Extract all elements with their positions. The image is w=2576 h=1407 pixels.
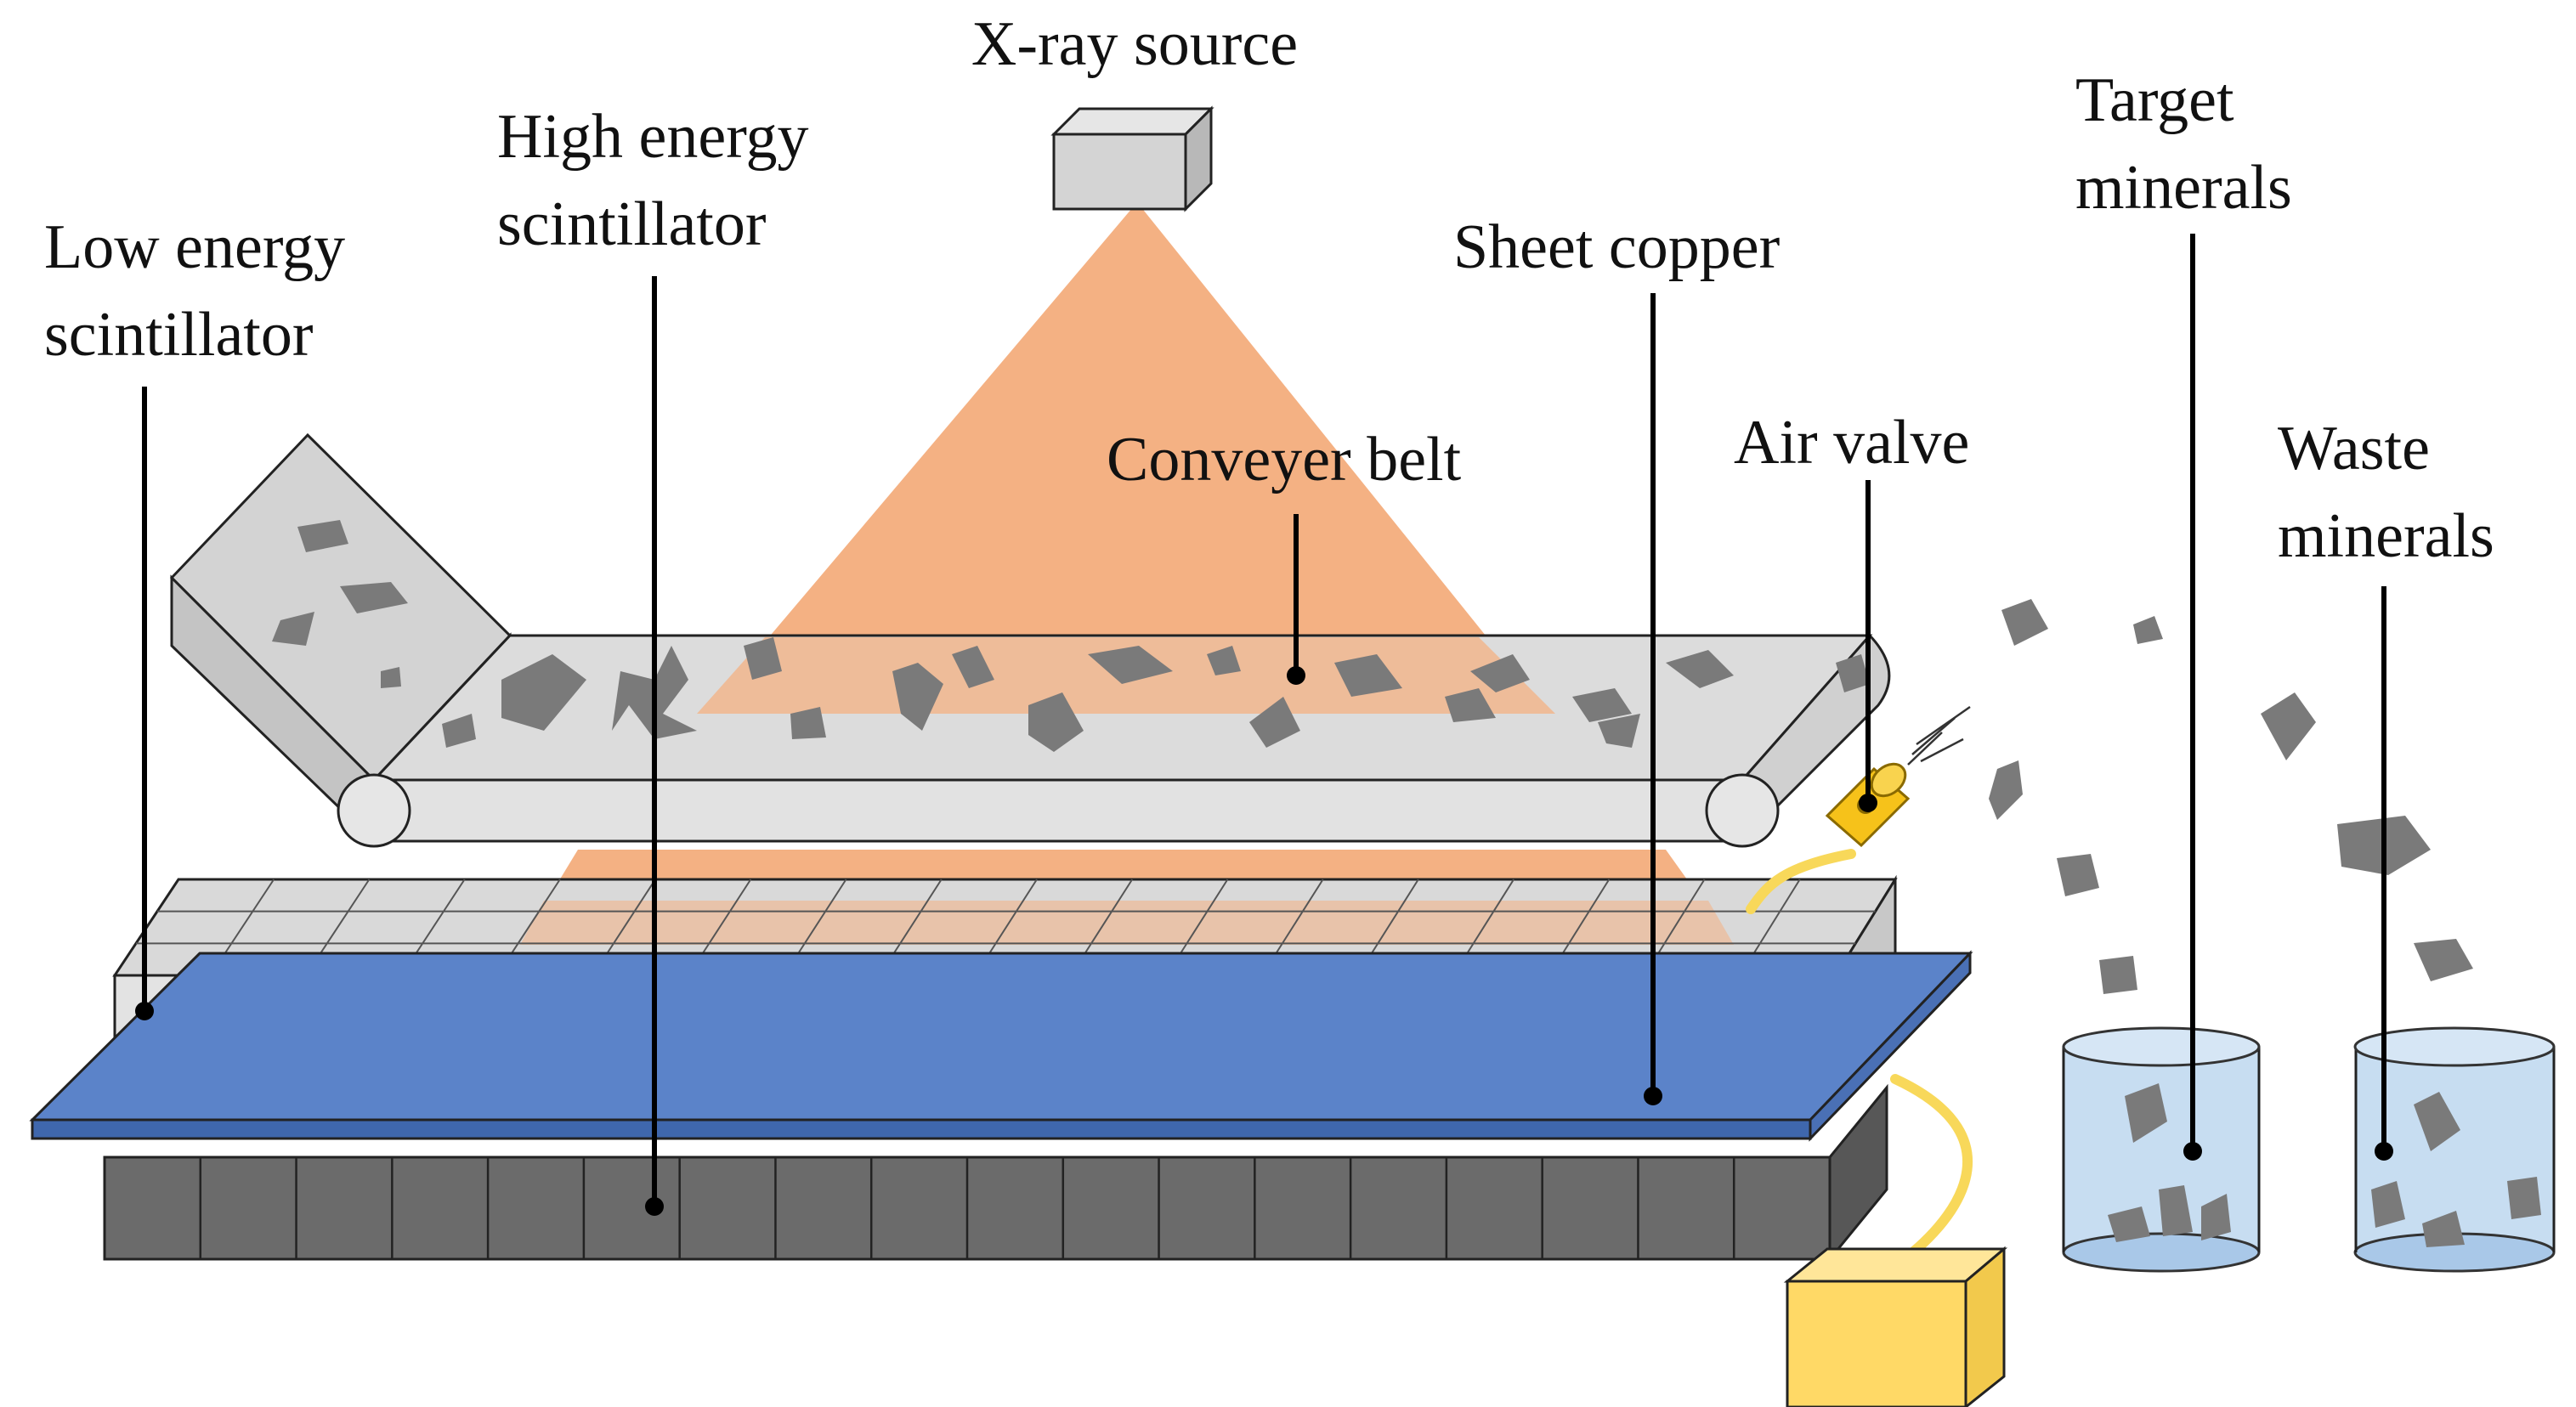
dot-conveyer-belt <box>1287 666 1305 685</box>
left-roller <box>337 773 411 848</box>
dot-target-minerals <box>2183 1142 2202 1161</box>
air-valve-cable <box>1746 849 1973 1271</box>
xray-source-box <box>1050 105 1214 212</box>
dot-low-energy <box>135 1002 154 1020</box>
sheet-copper <box>29 950 1973 1142</box>
falling-minerals <box>1989 599 2473 994</box>
label-waste-line1: Waste <box>2278 414 2430 483</box>
label-sheet-copper: Sheet copper <box>1453 212 1780 282</box>
label-high-energy-line1: High energy <box>497 102 809 172</box>
target-minerals-container <box>2062 1026 2261 1273</box>
label-low-energy-line1: Low energy <box>44 212 345 282</box>
label-high-energy-line2: scintillator <box>497 189 767 259</box>
leader-lines <box>135 234 2393 1216</box>
controller-box <box>1783 1246 2008 1407</box>
label-target-line2: minerals <box>2075 153 2292 223</box>
label-conveyer-belt: Conveyer belt <box>1107 425 1462 494</box>
labels: X-ray source High energy scintillator Lo… <box>44 9 2494 571</box>
right-roller <box>1705 773 1780 848</box>
label-xray-source: X-ray source <box>971 9 1298 79</box>
dot-air-valve <box>1859 794 1877 812</box>
label-waste-line2: minerals <box>2278 501 2494 571</box>
xray-beam <box>697 202 1555 722</box>
dot-high-energy <box>645 1197 664 1216</box>
dot-sheet-copper <box>1644 1087 1662 1105</box>
label-low-energy-line2: scintillator <box>44 300 314 370</box>
high-energy-cell-grid <box>199 1157 1735 1259</box>
label-air-valve: Air valve <box>1734 408 1969 477</box>
dot-waste-minerals <box>2375 1142 2393 1161</box>
label-target-line1: Target <box>2075 65 2234 135</box>
